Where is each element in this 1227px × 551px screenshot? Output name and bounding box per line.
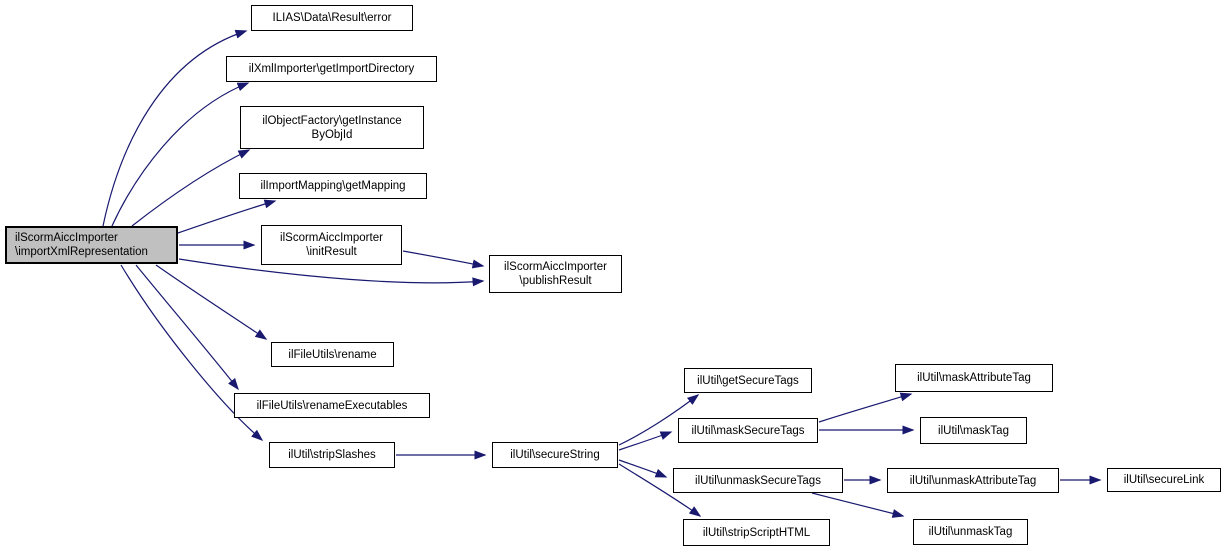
- node-label-line: ilScormAiccImporter: [15, 232, 118, 244]
- node-unmaskSecureTags[interactable]: ilUtil\unmaskSecureTags: [673, 468, 843, 493]
- node-label-line: \importXmlRepresentation: [15, 246, 148, 258]
- node-getMapping[interactable]: ilImportMapping\getMapping: [239, 173, 427, 199]
- node-label-line: \initResult: [306, 246, 357, 258]
- node-label-line: ilUtil\stripScriptHTML: [702, 526, 811, 539]
- edge-secureString-to-maskSecureTags: [618, 431, 673, 451]
- node-label-line: ilXmlImporter\getImportDirectory: [248, 63, 415, 75]
- edge-importXmlRepresentation-to-publishResult: [178, 258, 485, 287]
- node-getImportDirectory[interactable]: ilXmlImporter\getImportDirectory: [226, 56, 437, 82]
- node-label-line: ilUtil\maskTag: [938, 424, 1009, 437]
- node-stripScriptHTML[interactable]: ilUtil\stripScriptHTML: [683, 519, 830, 546]
- node-secureString[interactable]: ilUtil\secureString: [492, 442, 618, 468]
- node-label-line: ilScormAiccImporter: [504, 261, 607, 273]
- edge-secureString-to-getSecureTags: [618, 394, 700, 446]
- node-label-line: ByObjId: [311, 128, 353, 141]
- node-label-line: ilObjectFactory\getInstance: [262, 114, 402, 127]
- edge-initResult-to-publishResult: [402, 250, 485, 269]
- edge-secureString-to-unmaskSecureTags: [618, 459, 668, 478]
- node-label-line: ilUtil\stripSlashes: [288, 449, 376, 461]
- node-label-line: \publishResult: [519, 275, 592, 287]
- node-stripSlashes[interactable]: ilUtil\stripSlashes: [269, 442, 395, 468]
- edge-maskSecureTags-to-maskAttributeTag: [818, 392, 913, 423]
- node-label-line: ilUtil\unmaskTag: [928, 526, 1013, 538]
- node-label-line: ilUtil\unmaskSecureTags: [695, 474, 821, 487]
- edge-importXmlRepresentation-to-getInstanceByObjId: [131, 149, 251, 227]
- node-maskAttributeTag[interactable]: ilUtil\maskAttributeTag: [895, 364, 1053, 392]
- node-secureLink[interactable]: ilUtil\secureLink: [1107, 468, 1221, 492]
- node-label-line: ilScormAiccImporter: [280, 232, 383, 244]
- edge-importXmlRepresentation-to-getImportDirectory: [111, 82, 250, 227]
- node-label-line: ilUtil\maskSecureTags: [691, 424, 805, 437]
- node-unmaskAttributeTag[interactable]: ilUtil\unmaskAttributeTag: [887, 468, 1059, 493]
- node-initResult[interactable]: ilScormAiccImporter \initResult: [261, 225, 402, 265]
- node-label-line: ilUtil\maskAttributeTag: [917, 372, 1031, 384]
- node-maskTag[interactable]: ilUtil\maskTag: [920, 417, 1027, 444]
- node-label-line: ilUtil\secureLink: [1123, 474, 1205, 486]
- node-maskSecureTags[interactable]: ilUtil\maskSecureTags: [678, 418, 818, 443]
- edge-secureString-to-stripScriptHTML: [618, 463, 702, 517]
- edge-importXmlRepresentation-to-getMapping: [177, 199, 277, 234]
- node-label-line: ilFileUtils\renameExecutables: [256, 399, 408, 412]
- node-publishResult[interactable]: ilScormAiccImporter \publishResult: [489, 255, 622, 293]
- node-getSecureTags[interactable]: ilUtil\getSecureTags: [684, 368, 812, 393]
- node-label-line: ILIAS\Data\Result\error: [272, 12, 392, 24]
- edge-importXmlRepresentation-to-renameExecutables: [135, 264, 239, 391]
- edge-importXmlRepresentation-to-error: [102, 29, 248, 227]
- node-renameExecutables[interactable]: ilFileUtils\renameExecutables: [234, 393, 430, 418]
- edge-importXmlRepresentation-to-rename: [155, 264, 268, 340]
- node-error[interactable]: ILIAS\Data\Result\error: [251, 5, 413, 31]
- node-unmaskTag[interactable]: ilUtil\unmaskTag: [913, 519, 1028, 545]
- edge-importXmlRepresentation-to-stripSlashes: [120, 264, 264, 441]
- node-importXmlRepresentation[interactable]: ilScormAiccImporter \importXmlRepresentat…: [5, 226, 178, 264]
- node-rename[interactable]: ilFileUtils\rename: [271, 342, 394, 367]
- node-label-line: ilUtil\unmaskAttributeTag: [909, 474, 1037, 487]
- node-label-line: ilUtil\getSecureTags: [697, 374, 799, 387]
- node-label-line: ilFileUtils\rename: [288, 348, 377, 361]
- edge-unmaskSecureTags-to-unmaskTag: [811, 492, 905, 518]
- node-label-line: ilImportMapping\getMapping: [260, 180, 406, 192]
- node-label-line: ilUtil\secureString: [510, 449, 600, 461]
- edges-group: [102, 29, 1102, 518]
